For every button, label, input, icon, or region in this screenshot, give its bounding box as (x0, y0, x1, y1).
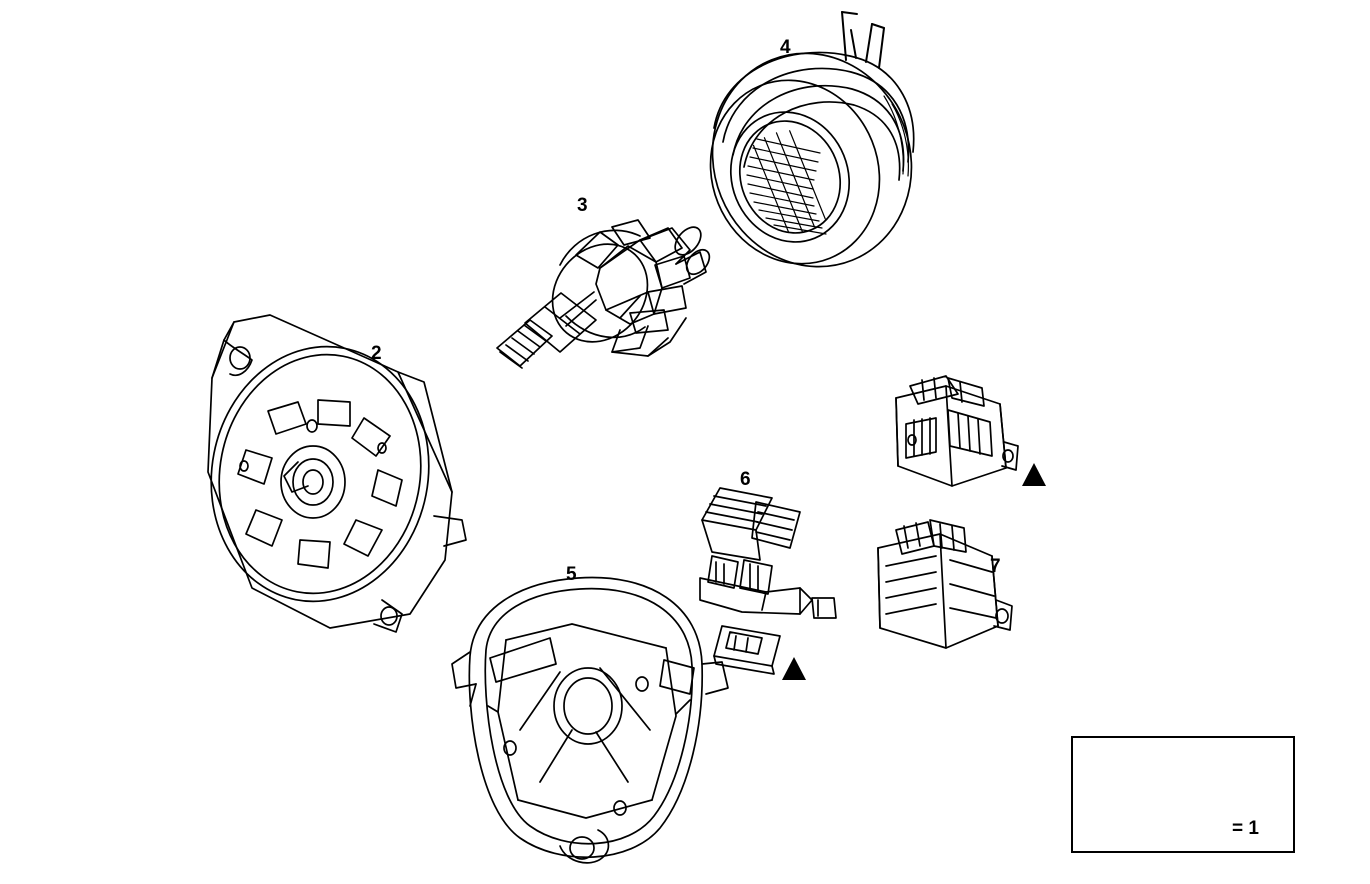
part-2-drive-end-plate (207, 314, 467, 633)
legend-equals-label: = 1 (1232, 818, 1259, 839)
part-6-rectifier (699, 487, 837, 675)
callout-6: 6 (740, 469, 751, 490)
part-3-rotor (496, 219, 711, 369)
legend-box (1071, 736, 1295, 853)
part-7-regulator (877, 519, 1013, 649)
callout-7: 7 (990, 556, 1001, 577)
callout-4: 4 (780, 37, 791, 58)
callout-5: 5 (566, 564, 577, 585)
callout-2: 2 (371, 343, 382, 364)
part-5-housing (451, 576, 729, 864)
part-4-stator (709, 11, 915, 268)
repair-kit-regulator-assembly (895, 375, 1019, 487)
callout-3: 3 (577, 195, 588, 216)
